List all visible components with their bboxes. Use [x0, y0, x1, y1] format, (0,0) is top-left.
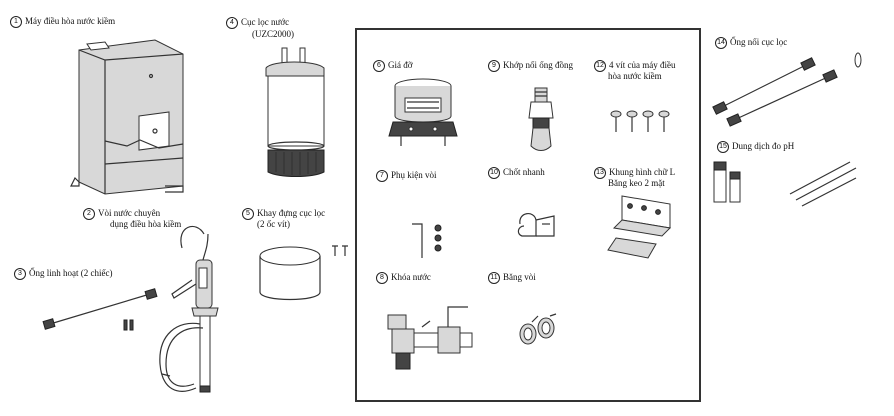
pipe-coupler-icon [528, 87, 554, 151]
filter-tray-icon [259, 245, 348, 301]
ph-test-kit-icon [713, 161, 857, 207]
faucet-icon [159, 225, 219, 393]
filter-hose-icon [712, 52, 862, 127]
ionizer-unit-icon [70, 39, 184, 195]
part-12-label-line2: hòa nước kiềm [608, 71, 662, 81]
filter-cartridge-icon [265, 47, 325, 177]
l-bracket-tape-icon [607, 195, 672, 259]
holder-bracket-icon [388, 78, 458, 146]
ionizer-screws-icon [610, 110, 670, 132]
part-13-label-line2: Băng keo 2 mặt [608, 178, 665, 188]
accessories-frame [355, 28, 701, 402]
hose-band-icon [519, 313, 557, 345]
part-5-label-line2: (2 ốc vít) [257, 219, 290, 229]
faucet-accessories-icon [412, 223, 442, 258]
flexible-hose-icon [42, 288, 158, 331]
water-valve-icon [387, 306, 473, 370]
part-4-label-line2: (UZC2000) [252, 29, 294, 39]
part-2-label-line2: dụng điều hòa kiềm [110, 219, 182, 229]
quick-clip-icon [517, 213, 555, 237]
